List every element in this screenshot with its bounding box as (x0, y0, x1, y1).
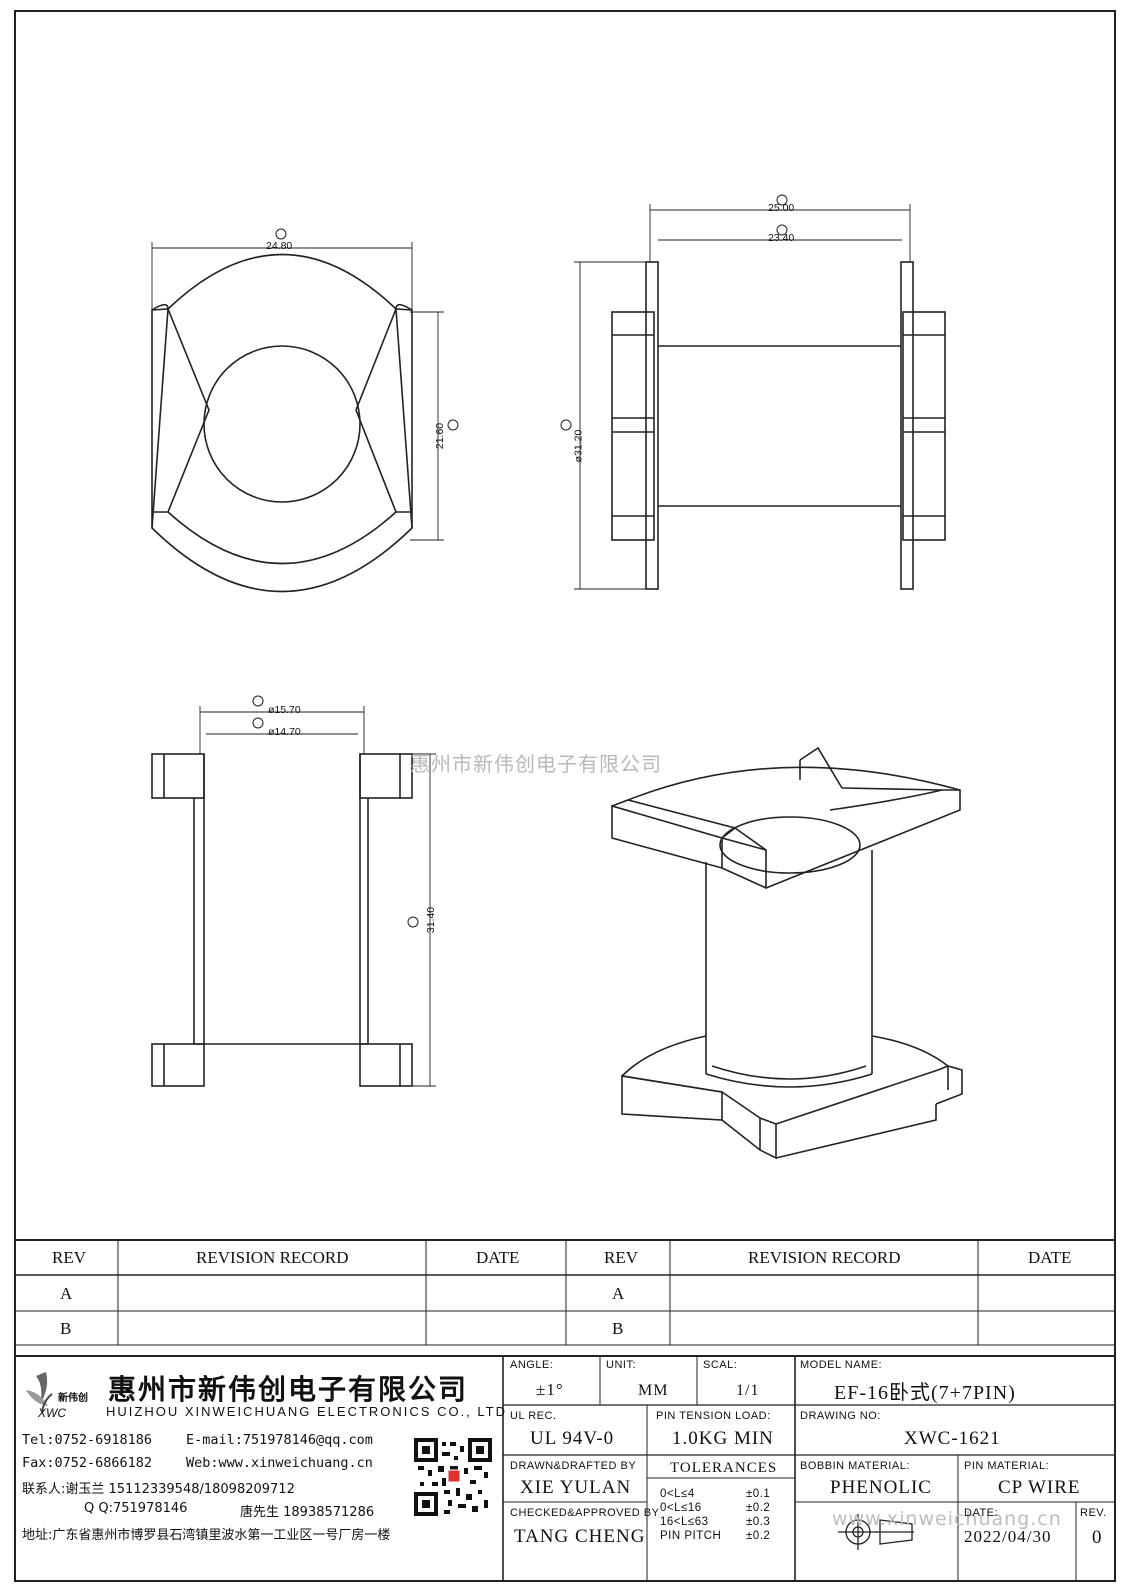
dim-length-inner: 23.40 (768, 232, 795, 244)
date-label: DATE: (964, 1507, 999, 1519)
date-header-1: DATE (476, 1248, 520, 1267)
tol-range-2: 0<L≤16 (660, 1502, 702, 1514)
model-name-label: MODEL NAME: (800, 1359, 883, 1371)
dim-length-outer: 25.00 (768, 202, 795, 214)
ul-rec-value: UL 94V-0 (530, 1428, 615, 1449)
tol-range-1: 0<L≤4 (660, 1488, 695, 1500)
logo-mark-text: 新伟创 (58, 1393, 88, 1404)
top-view-dims (151, 242, 444, 541)
drawn-by-value: XIE YULAN (520, 1477, 632, 1498)
drawn-by-label: DRAWN&DRAFTED BY (510, 1460, 637, 1472)
date-value: 2022/04/30 (964, 1527, 1052, 1546)
scale-value: 1/1 (736, 1382, 760, 1399)
technical-drawings (151, 194, 963, 1160)
company-name-cn: 惠州市新伟创电子有限公司 (108, 1373, 469, 1406)
rev-header-1: REV (52, 1248, 86, 1267)
bobbin-material-label: BOBBIN MATERIAL: (800, 1460, 910, 1472)
company-address: 地址:广东省惠州市博罗县石湾镇里波水第一工业区一号厂房一楼 (22, 1528, 391, 1543)
dim-diameter-side: ø31.20 (572, 429, 585, 463)
rev-header-2: REV (604, 1248, 638, 1267)
model-name-value: EF-16卧式(7+7PIN) (834, 1382, 1016, 1404)
rev-row-b-left: B (60, 1319, 72, 1338)
dimension-balloons (252, 194, 788, 928)
dim-height-top: 21.60 (434, 422, 447, 450)
company-name-en: HUIZHOU XINWEICHUANG ELECTRONICS CO., LT… (106, 1404, 508, 1419)
rev-label: REV. (1080, 1507, 1107, 1519)
dim-width-top: 24.80 (266, 240, 293, 252)
pin-material-value: CP WIRE (998, 1477, 1081, 1498)
side-view (611, 261, 946, 590)
dim-core-outer: ø15.70 (268, 704, 301, 716)
top-view (151, 253, 413, 593)
watermark-top: 惠州市新伟创电子有限公司 (410, 752, 662, 776)
company-contact-1: 联系人:谢玉兰 15112339548/18098209712 (22, 1482, 295, 1497)
ul-rec-label: UL REC. (510, 1410, 557, 1422)
company-contact-2: 唐先生 18938571286 (240, 1505, 375, 1520)
dim-core-inner: ø14.70 (268, 726, 301, 738)
front-view (151, 753, 413, 1087)
checked-by-label: CHECKED&APPROVED BY (510, 1507, 660, 1519)
tol-value-3: ±0.3 (746, 1516, 771, 1528)
date-header-2: DATE (1028, 1248, 1072, 1267)
tol-value-1: ±0.1 (746, 1488, 771, 1500)
tol-value-4: ±0.2 (746, 1530, 771, 1542)
scale-label: SCAL: (703, 1359, 738, 1371)
unit-value: MM (638, 1382, 669, 1399)
company-qq: Q Q:751978146 (84, 1501, 188, 1516)
angle-value: ±1° (536, 1380, 564, 1399)
drawing-frame (14, 10, 1116, 1582)
revision-record-header-1: REVISION RECORD (196, 1248, 349, 1267)
pin-tension-label: PIN TENSION LOAD: (656, 1410, 771, 1422)
rev-row-a-left: A (60, 1284, 73, 1303)
rev-row-b-right: B (612, 1319, 624, 1338)
pin-tension-value: 1.0KG MIN (672, 1428, 774, 1449)
checked-by-value: TANG CHENG (514, 1526, 646, 1547)
tol-range-4: PIN PITCH (660, 1530, 722, 1542)
drawing-no-label: DRAWING NO: (800, 1410, 881, 1422)
side-view-dims (574, 204, 911, 590)
projection-symbol-icon (836, 1512, 916, 1552)
watermark-bottom: www.xinweichuang.cn (832, 1508, 1062, 1530)
company-email: E-mail:751978146@qq.com (186, 1432, 373, 1448)
bobbin-material-value: PHENOLIC (830, 1477, 932, 1498)
dim-height-front: 31.40 (425, 906, 438, 934)
logo-abbr: XWC (38, 1406, 66, 1420)
angle-label: ANGLE: (510, 1359, 554, 1371)
company-logo-icon (22, 1366, 102, 1422)
tol-value-2: ±0.2 (746, 1502, 771, 1514)
isometric-view (611, 746, 963, 1160)
tolerances-label: TOLERANCES (670, 1460, 778, 1476)
rev-row-a-right: A (612, 1284, 625, 1303)
drawing-no-value: XWC-1621 (904, 1428, 1001, 1449)
rev-value: 0 (1092, 1527, 1103, 1548)
company-web: Web:www.xinweichuang.cn (186, 1455, 373, 1471)
company-tel: Tel:0752-6918186 (22, 1432, 153, 1448)
unit-label: UNIT: (606, 1359, 636, 1371)
front-view-dims (199, 706, 436, 1087)
pin-material-label: PIN MATERIAL: (964, 1460, 1050, 1472)
tol-range-3: 16<L≤63 (660, 1516, 709, 1528)
revision-record-header-2: REVISION RECORD (748, 1248, 901, 1267)
qr-code-icon (414, 1438, 492, 1516)
company-fax: Fax:0752-6866182 (22, 1455, 153, 1471)
